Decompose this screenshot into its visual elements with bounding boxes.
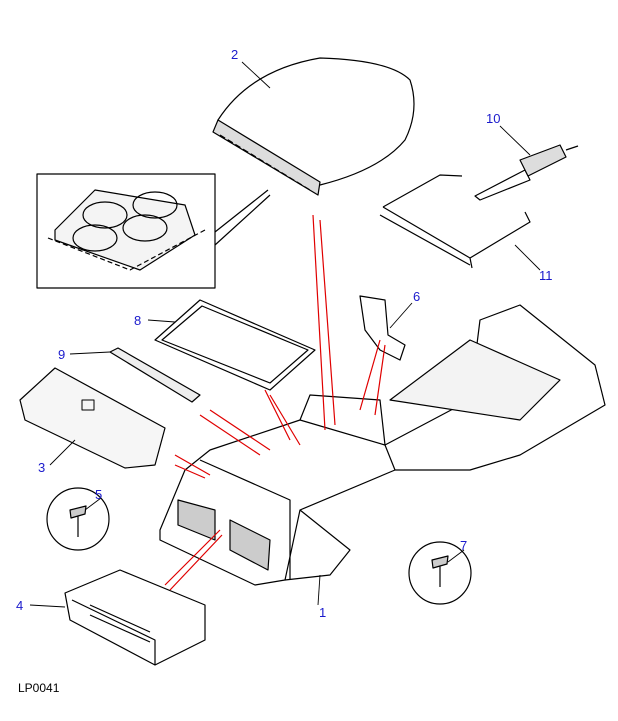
reference-code: LP0041 (18, 681, 60, 695)
armrest-lid (212, 57, 415, 196)
screw-circle-5 (46, 487, 110, 551)
callout-1: 1 (319, 605, 327, 620)
console-body (159, 304, 606, 586)
bracket (359, 295, 406, 361)
callout-2: 2 (231, 47, 239, 62)
callout-8: 8 (134, 313, 142, 328)
callout-5: 5 (95, 487, 103, 502)
screw-circle-7 (408, 541, 472, 605)
gas-strut (474, 144, 579, 201)
callout-4: 4 (16, 598, 24, 613)
storage-cover (19, 367, 166, 469)
callout-11: 11 (539, 268, 553, 283)
leader-lines (29, 61, 541, 608)
mat (154, 299, 316, 391)
cupholder-inset (36, 173, 271, 289)
callout-10: 10 (486, 111, 501, 126)
air-vent (64, 569, 206, 666)
trim-strip (109, 347, 201, 403)
callout-9: 9 (58, 347, 66, 362)
callout-6: 6 (413, 289, 421, 304)
callout-3: 3 (38, 460, 46, 475)
hinge-bracket (379, 174, 531, 269)
callout-7: 7 (460, 538, 468, 553)
assembly-lines (164, 214, 386, 591)
